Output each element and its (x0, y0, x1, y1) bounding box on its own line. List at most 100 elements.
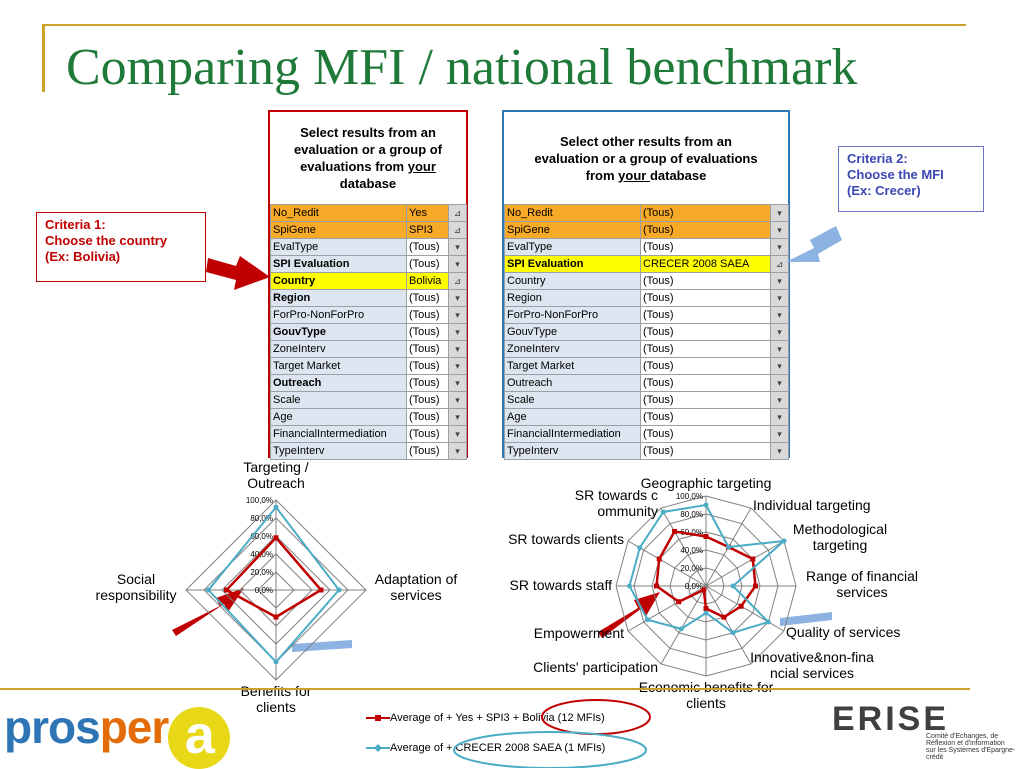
filter-field-name: ForPro-NonForPro (270, 306, 407, 324)
logo-text: ERISE (832, 700, 950, 738)
radar-chart-2: 0,0%20,0%40,0%60,0%80,0%100,0%Geographic… (508, 475, 918, 711)
filter-active-icon[interactable]: ⊿ (448, 204, 467, 222)
filter-field-name: ForPro-NonForPro (504, 306, 641, 324)
criteria1-box: Criteria 1: Choose the country (Ex: Boli… (36, 212, 206, 282)
data-point (730, 630, 736, 636)
filter-field-name: SPI Evaluation (504, 255, 641, 273)
filter-field-name: No_Redit (270, 204, 407, 222)
filter-value: SPI3 (406, 221, 449, 239)
filter-field-name: Region (504, 289, 641, 307)
dropdown-arrow-icon[interactable]: ▾ (770, 391, 789, 409)
criteria2-box: Criteria 2: Choose the MFI (Ex: Crecer) (838, 146, 984, 212)
filter-field-name: FinancialIntermediation (270, 425, 407, 443)
grid-spoke (660, 507, 707, 587)
dropdown-arrow-icon[interactable]: ▾ (448, 289, 467, 307)
data-point (721, 614, 727, 620)
red-arrow-icon (206, 256, 270, 290)
data-point (701, 587, 707, 593)
heading-line: database (649, 167, 707, 183)
heading-line: evaluation or a group of evaluations (534, 150, 758, 166)
filter-row: Region(Tous)▾ (270, 289, 467, 307)
data-point (703, 534, 709, 539)
filter-value: Bolivia (406, 272, 449, 290)
filter-value: (Tous) (406, 340, 449, 358)
dropdown-arrow-icon[interactable]: ▾ (448, 238, 467, 256)
dropdown-arrow-icon[interactable]: ▾ (770, 204, 789, 222)
data-point (336, 587, 342, 593)
dropdown-arrow-icon[interactable]: ▾ (770, 374, 789, 392)
filter-value: (Tous) (406, 255, 449, 273)
tick-label: 0,0% (255, 586, 273, 595)
left-filter-panel: Select results from an evaluation or a g… (268, 110, 468, 460)
red-highlight-oval (541, 699, 651, 735)
filter-active-icon[interactable]: ⊿ (448, 272, 467, 290)
filter-field-name: TypeInterv (504, 442, 641, 460)
blue-arrow-icon (786, 226, 842, 262)
data-point (273, 614, 279, 620)
tick-label: 20,0% (250, 568, 273, 577)
filter-field-name: GouvType (504, 323, 641, 341)
heading-line: evaluation or a group of (293, 142, 443, 157)
filter-value: (Tous) (406, 374, 449, 392)
dropdown-arrow-icon[interactable]: ▾ (770, 442, 789, 460)
top-rule (42, 24, 966, 26)
dropdown-arrow-icon[interactable]: ▾ (448, 425, 467, 443)
data-point (753, 583, 758, 589)
filter-row: Age(Tous)▾ (504, 408, 789, 426)
tick-label: 80,0% (250, 514, 273, 523)
dropdown-arrow-icon[interactable]: ▾ (448, 323, 467, 341)
filter-row: Outreach(Tous)▾ (504, 374, 789, 392)
right-panel-heading: Select other results from an evaluation … (504, 112, 788, 204)
filter-row: FinancialIntermediation(Tous)▾ (504, 425, 789, 443)
data-point (703, 610, 709, 616)
filter-row: Target Market(Tous)▾ (504, 357, 789, 375)
data-point (750, 556, 756, 562)
filter-value: (Tous) (640, 425, 771, 443)
dropdown-arrow-icon[interactable]: ▾ (770, 238, 789, 256)
filter-active-icon[interactable]: ⊿ (770, 255, 789, 273)
dropdown-arrow-icon[interactable]: ▾ (448, 255, 467, 273)
dropdown-arrow-icon[interactable]: ▾ (770, 323, 789, 341)
legend-item-1: Average of + Yes + SPI3 + Bolivia (12 MF… (366, 710, 605, 726)
tick-label: 40,0% (680, 546, 703, 555)
dropdown-arrow-icon[interactable]: ▾ (448, 442, 467, 460)
dropdown-arrow-icon[interactable]: ▾ (770, 340, 789, 358)
data-point (656, 556, 662, 562)
filter-field-name: FinancialIntermediation (504, 425, 641, 443)
criteria1-line2: Choose the country (45, 233, 168, 248)
dropdown-arrow-icon[interactable]: ▾ (770, 306, 789, 324)
dropdown-arrow-icon[interactable]: ▾ (770, 289, 789, 307)
data-point (637, 545, 643, 551)
filter-value: (Tous) (406, 391, 449, 409)
filter-value: (Tous) (640, 391, 771, 409)
filter-value: (Tous) (640, 221, 771, 239)
dropdown-arrow-icon[interactable]: ▾ (770, 272, 789, 290)
heading-line: Select results from an (300, 125, 436, 140)
dropdown-arrow-icon[interactable]: ▾ (770, 357, 789, 375)
filter-value: (Tous) (406, 357, 449, 375)
data-point (730, 583, 736, 589)
dropdown-arrow-icon[interactable]: ▾ (770, 221, 789, 239)
data-point (672, 528, 677, 534)
dropdown-arrow-icon[interactable]: ▾ (770, 408, 789, 426)
filter-row: EvalType(Tous)▾ (504, 238, 789, 256)
logo-part: per (99, 701, 170, 753)
grid-spoke (660, 585, 707, 665)
heading-underlined: your (618, 167, 650, 183)
filter-field-name: ZoneInterv (270, 340, 407, 358)
logo-part: pros (4, 701, 101, 753)
filter-active-icon[interactable]: ⊿ (448, 221, 467, 239)
filter-field-name: Country (504, 272, 641, 290)
dropdown-arrow-icon[interactable]: ▾ (448, 374, 467, 392)
criteria2-line3: (Ex: Crecer) (847, 183, 921, 198)
data-point (654, 583, 659, 589)
dropdown-arrow-icon[interactable]: ▾ (770, 425, 789, 443)
data-point (645, 617, 651, 623)
filter-row: SPI Evaluation(Tous)▾ (270, 255, 467, 273)
category-label: Empowerment (534, 625, 624, 641)
filter-value: (Tous) (406, 408, 449, 426)
